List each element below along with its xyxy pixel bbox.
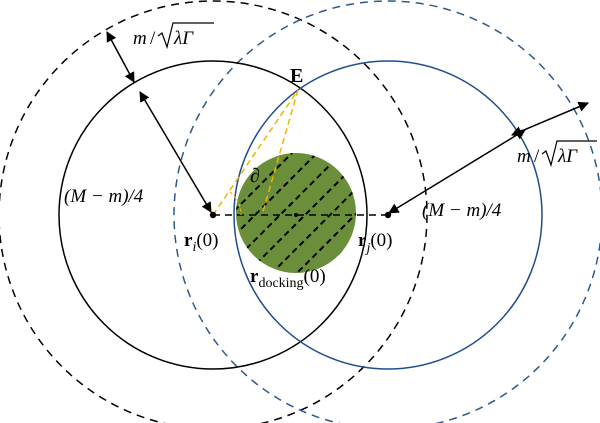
rj-arg: (0) <box>370 230 392 251</box>
center-dot-docking <box>294 213 298 217</box>
width-top-m: m <box>133 28 147 49</box>
width-top-lambda: λΓ <box>173 28 194 49</box>
point-e-label: E <box>290 65 303 87</box>
width-arrow-top <box>106 31 135 83</box>
radius-arrow-right <box>388 129 526 214</box>
angle-symbol-label: ∂ <box>250 165 260 187</box>
radius-left-label: (M − m)/4 <box>64 186 144 207</box>
width-right-lambda: λΓ <box>557 146 578 167</box>
rdock-bold: r <box>250 266 259 287</box>
rj-bold: r <box>358 230 367 251</box>
rj-sub: j <box>364 241 370 256</box>
width-top-slash: / <box>150 28 156 49</box>
width-right-sqrt-sign <box>541 140 597 168</box>
inner-solid-circle-j <box>233 60 543 370</box>
rj-label: rj(0) <box>358 230 392 256</box>
outer-dashed-circle-i <box>0 0 428 423</box>
rdock-sub: docking <box>258 276 303 291</box>
width-right-m: m <box>517 146 531 167</box>
radius-right-label: (M − m)/4 <box>422 200 502 221</box>
rdock-label: rdocking(0) <box>250 266 326 291</box>
yellow-line-e-to-dock <box>261 89 299 216</box>
center-dot-i <box>209 211 217 219</box>
rdock-arg: (0) <box>304 266 326 287</box>
ri-label: ri(0) <box>184 230 218 255</box>
ri-sub: i <box>192 240 196 255</box>
yellow-line-ri-to-e <box>212 89 299 216</box>
radius-arrow-left <box>139 91 212 213</box>
width-arrow-right <box>511 101 589 137</box>
width-top-sqrt-sign <box>157 22 214 50</box>
ri-bold: r <box>184 230 193 251</box>
angle-arc <box>229 191 242 216</box>
inner-solid-circle-i <box>58 60 368 370</box>
ri-arg: (0) <box>196 230 218 251</box>
width-right-slash: / <box>534 146 540 167</box>
outer-dashed-circle-j <box>173 0 600 423</box>
